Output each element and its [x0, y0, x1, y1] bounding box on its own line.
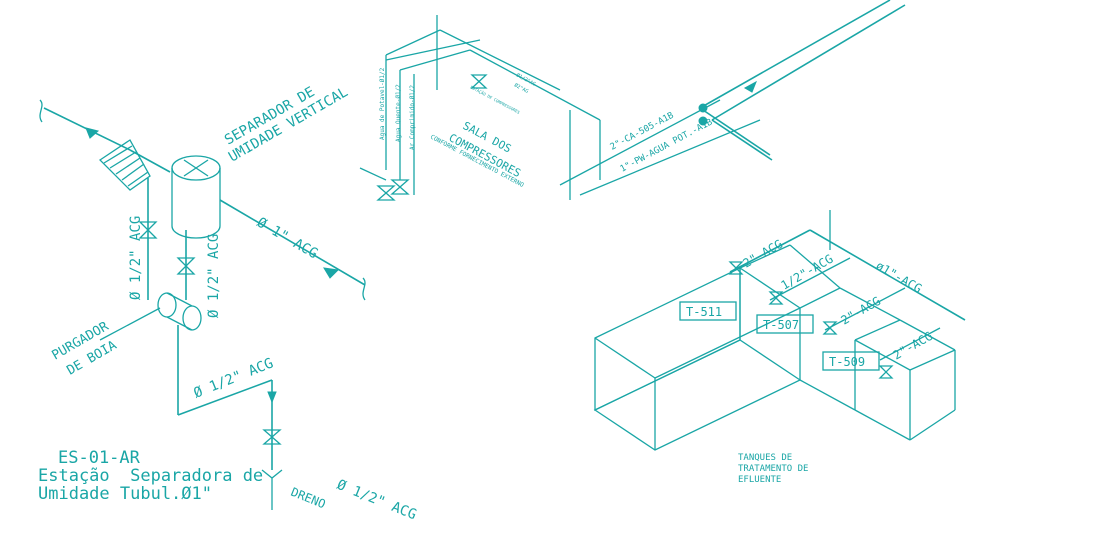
main-outlet-pipe [219, 199, 366, 286]
hatched-support [98, 139, 151, 191]
station-code: ES-01-AR [58, 448, 140, 468]
tank-box [594, 266, 741, 412]
leader-line [99, 307, 161, 341]
station-description: Umidade Tubul.Ø1" [38, 484, 212, 504]
connection-point-icon [698, 103, 708, 113]
tank-caption: EFLUENTE [738, 475, 781, 485]
flow-arrow-icon [267, 391, 277, 404]
valve-icon [390, 179, 410, 195]
pipe-label: 2"-ACG [741, 237, 786, 271]
drain-pipe [177, 379, 273, 416]
valve-icon [878, 365, 894, 379]
tank-tag-507: T-507 [763, 318, 799, 332]
break-mark [39, 99, 43, 123]
separator-station [39, 99, 366, 510]
effluent-tanks [593, 210, 966, 451]
valve-icon [728, 261, 744, 275]
tag-box [756, 314, 814, 334]
flow-arrow-icon [743, 80, 757, 93]
tag-box [679, 301, 737, 321]
tank-tag-509: T-509 [829, 355, 865, 369]
connection-point-icon [698, 116, 708, 126]
pipe-label: Ø 1/2" ACG [128, 216, 144, 300]
tank-tag-511: T-511 [686, 305, 722, 319]
note-label: ESTAÇÃO DE COMPRESSORES [470, 84, 522, 115]
valve-icon [176, 257, 196, 275]
inlet-pipe [129, 149, 171, 173]
pipe-label: Ø 1" ACG [254, 215, 320, 263]
utility-label: Ar Comprimido-Ø1/2 [409, 85, 416, 150]
flow-arrow-icon [323, 267, 340, 279]
station-legend: ES-01-AR Estação Separadora de Umidade T… [38, 449, 263, 503]
drain-outlet-icon [261, 469, 283, 510]
flow-arrow-icon [85, 127, 100, 139]
valve-icon [470, 74, 488, 89]
compressor-room-piping [359, 0, 906, 201]
utility-label: Agua Quente-Ø1/2 [395, 84, 402, 142]
valve-icon [768, 291, 784, 305]
pipe-label: 1/2"-ACG [779, 252, 836, 293]
utility-label: Agua de Potavel-Ø1/2 [379, 67, 386, 140]
valve-icon [376, 185, 396, 201]
float-trap [157, 292, 202, 331]
pipe-label: Ø 1/2" ACG [206, 234, 222, 318]
valve-icon [262, 429, 282, 445]
dreno-label: DRENO [289, 485, 328, 512]
hatch-lines [103, 145, 149, 187]
pipe-label: ø1"-ACG [874, 258, 925, 295]
separator-vessel [171, 155, 221, 239]
tank-caption: TRATAMENTO DE [738, 464, 808, 474]
tank-box [593, 339, 802, 451]
pipe-label: Ø 1/2" ACG [335, 477, 419, 523]
station-description: Estação Separadora de [38, 466, 264, 486]
pipe-label: 2"-ACG [891, 329, 936, 363]
valve-icon [138, 221, 158, 239]
valve-icon [822, 321, 838, 335]
break-mark [362, 277, 366, 301]
tag-box [822, 351, 880, 371]
tank-caption: TANQUES DE [738, 453, 792, 463]
